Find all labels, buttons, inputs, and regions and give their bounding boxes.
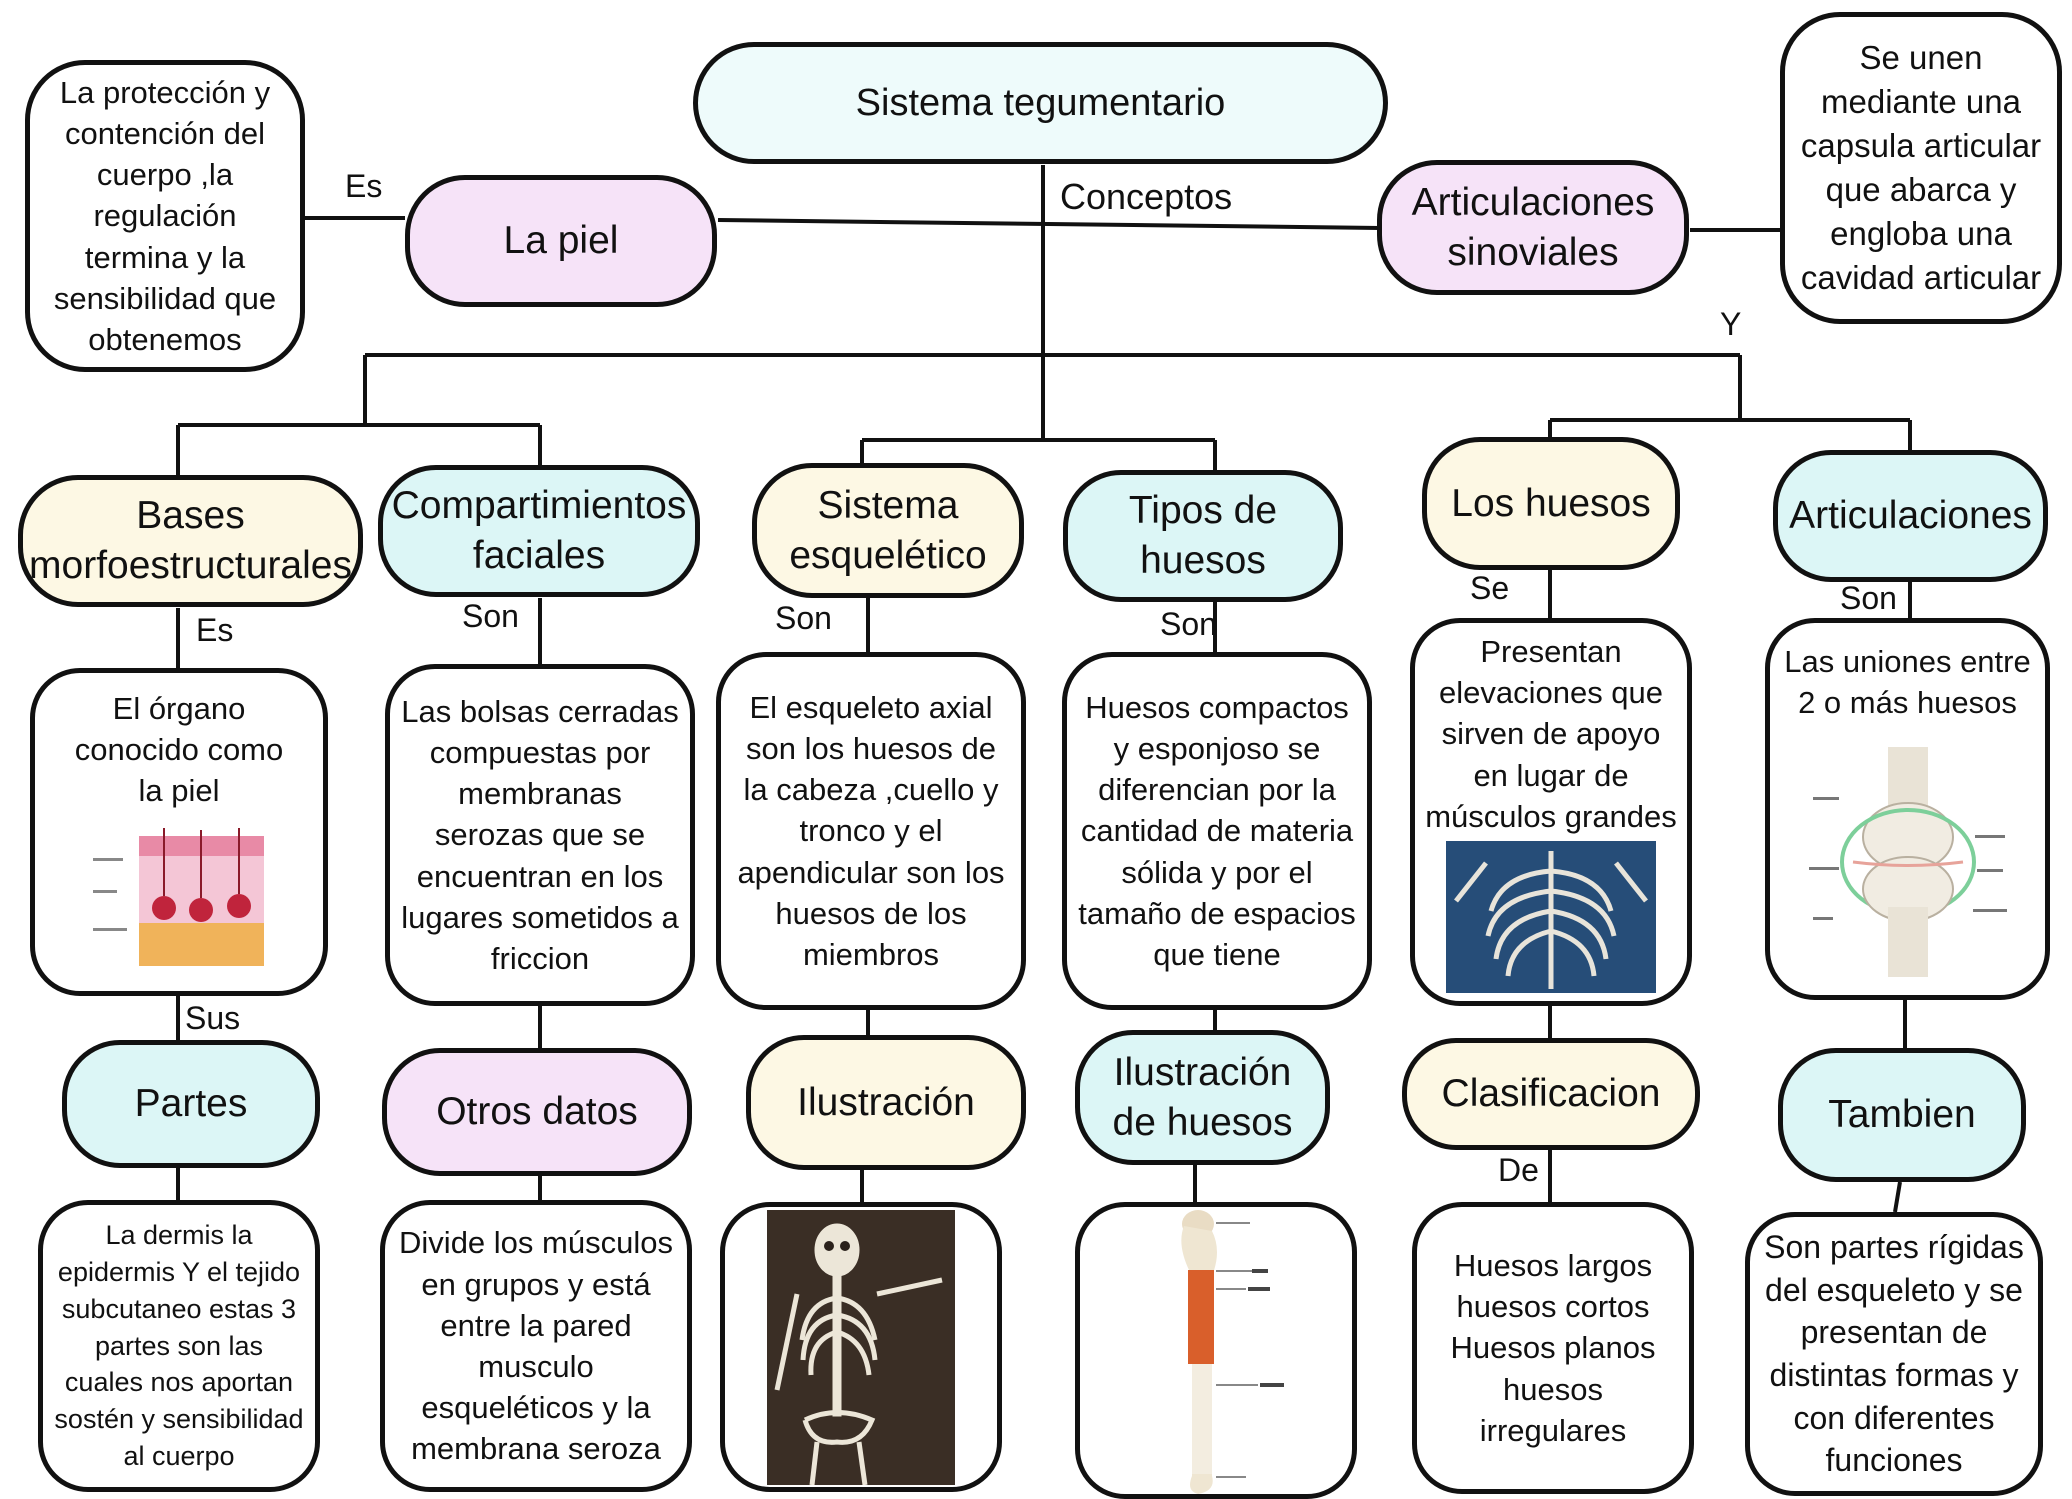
connector-conceptos: Conceptos bbox=[1060, 176, 1233, 217]
tambien-label: Tambien bbox=[1828, 1093, 1976, 1137]
otros-datos-description-text: Divide los músculos en grupos y está ent… bbox=[399, 1225, 673, 1467]
articulaciones-sinoviales-label: Articulaciones sinoviales bbox=[1411, 180, 1655, 274]
otros-datos-label: Otros datos bbox=[436, 1090, 638, 1134]
piel-description-node: La protección y contención del cuerpo ,l… bbox=[25, 60, 305, 372]
la-piel-label: La piel bbox=[503, 219, 619, 263]
connector-de: De bbox=[1498, 1152, 1539, 1188]
otros-datos-description-node: Divide los músculos en grupos y está ent… bbox=[380, 1200, 692, 1492]
compartimientos-description-text: Las bolsas cerradas compuestas por membr… bbox=[401, 693, 679, 977]
ilustracion-node: Ilustración bbox=[746, 1035, 1026, 1170]
articulaciones-node: Articulaciones bbox=[1773, 450, 2048, 582]
skeleton-illustration-node bbox=[720, 1202, 1002, 1492]
tipos-description-node: Huesos compactos y esponjoso se diferenc… bbox=[1062, 652, 1372, 1010]
ilustracion-de-huesos-node: Ilustración de huesos bbox=[1075, 1030, 1330, 1165]
connector-son-tipos: Son bbox=[1160, 606, 1217, 642]
partes-description-node: La dermis la epidermis Y el tejido subcu… bbox=[38, 1200, 320, 1492]
tambien-description-node: Son partes rígidas del esqueleto y se pr… bbox=[1745, 1212, 2043, 1496]
skeleton-illustration bbox=[767, 1209, 955, 1485]
page-title: Sistema tegumentario bbox=[855, 81, 1226, 124]
connector-son-compartimientos: Son bbox=[462, 598, 519, 634]
compartimientos-description-node: Las bolsas cerradas compuestas por membr… bbox=[385, 664, 695, 1006]
partes-node: Partes bbox=[62, 1040, 320, 1168]
tipos-description-text: Huesos compactos y esponjoso se diferenc… bbox=[1078, 689, 1356, 973]
esqueletico-description-text: El esqueleto axial son los huesos de la … bbox=[737, 689, 1005, 973]
bone-illustration-node bbox=[1075, 1202, 1357, 1499]
otros-datos-node: Otros datos bbox=[382, 1048, 692, 1176]
articulaciones-label: Articulaciones bbox=[1789, 494, 2032, 538]
tambien-node: Tambien bbox=[1778, 1048, 2026, 1182]
clasificacion-description-node: Huesos largos huesos cortos Huesos plano… bbox=[1412, 1202, 1694, 1494]
la-piel-node: La piel bbox=[405, 175, 717, 307]
connector-y: Y bbox=[1720, 306, 1742, 342]
articulaciones-description-text: Las uniones entre 2 o más huesos bbox=[1784, 643, 2031, 721]
clasificacion-node: Clasificacion bbox=[1402, 1038, 1700, 1150]
los-huesos-node: Los huesos bbox=[1422, 437, 1680, 570]
skin-layers-illustration bbox=[89, 828, 269, 976]
clasificacion-description-text: Huesos largos huesos cortos Huesos plano… bbox=[1450, 1247, 1656, 1448]
ribcage-illustration bbox=[1446, 841, 1656, 994]
bases-description-node: El órgano conocido como la piel bbox=[30, 668, 328, 996]
connector-es-top: Es bbox=[345, 168, 383, 204]
ilustracion-de-huesos-label: Ilustración de huesos bbox=[1112, 1050, 1293, 1144]
ilustracion-label: Ilustración bbox=[797, 1080, 975, 1124]
connector-se-huesos: Se bbox=[1470, 570, 1510, 606]
compartimientos-faciales-label: Compartimientos faciales bbox=[391, 484, 687, 577]
bases-morfoestructurales-node: Bases morfoestructurales bbox=[18, 475, 363, 607]
connector-son-esqueletico: Son bbox=[775, 600, 832, 636]
joint-illustration bbox=[1803, 747, 2013, 978]
connector-es-bases: Es bbox=[196, 612, 234, 648]
compartimientos-faciales-node: Compartimientos faciales bbox=[378, 465, 700, 597]
articulaciones-sinoviales-node: Articulaciones sinoviales bbox=[1377, 160, 1689, 295]
sistema-esqueletico-label: Sistema esquelético bbox=[789, 483, 987, 577]
los-huesos-label: Los huesos bbox=[1451, 481, 1651, 525]
articulaciones-description-node: Las uniones entre 2 o más huesos bbox=[1765, 618, 2050, 1000]
sinoviales-description-node: Se unen mediante una capsula articular q… bbox=[1780, 12, 2062, 324]
partes-description-text: La dermis la epidermis Y el tejido subcu… bbox=[54, 1220, 304, 1471]
connector-son-articulaciones: Son bbox=[1840, 580, 1897, 616]
huesos-description-text: Presentan elevaciones que sirven de apoy… bbox=[1425, 633, 1677, 834]
tipos-de-huesos-label: Tipos de huesos bbox=[1128, 489, 1278, 582]
bases-morfoestructurales-label: Bases morfoestructurales bbox=[29, 494, 352, 587]
esqueletico-description-node: El esqueleto axial son los huesos de la … bbox=[716, 652, 1026, 1010]
sistema-esqueletico-node: Sistema esquelético bbox=[752, 463, 1024, 598]
sinoviales-description-text: Se unen mediante una capsula articular q… bbox=[1800, 39, 2042, 296]
piel-description-text: La protección y contención del cuerpo ,l… bbox=[53, 74, 277, 358]
femur-illustration bbox=[1136, 1207, 1296, 1494]
bases-description-text: El órgano conocido como la piel bbox=[74, 690, 284, 809]
title-node: Sistema tegumentario bbox=[693, 42, 1388, 164]
clasificacion-label: Clasificacion bbox=[1441, 1072, 1661, 1116]
connector-sus: Sus bbox=[185, 1000, 241, 1036]
tambien-description-text: Son partes rígidas del esqueleto y se pr… bbox=[1764, 1229, 2024, 1479]
tipos-de-huesos-node: Tipos de huesos bbox=[1063, 470, 1343, 602]
huesos-description-node: Presentan elevaciones que sirven de apoy… bbox=[1410, 618, 1692, 1006]
partes-label: Partes bbox=[134, 1082, 248, 1126]
